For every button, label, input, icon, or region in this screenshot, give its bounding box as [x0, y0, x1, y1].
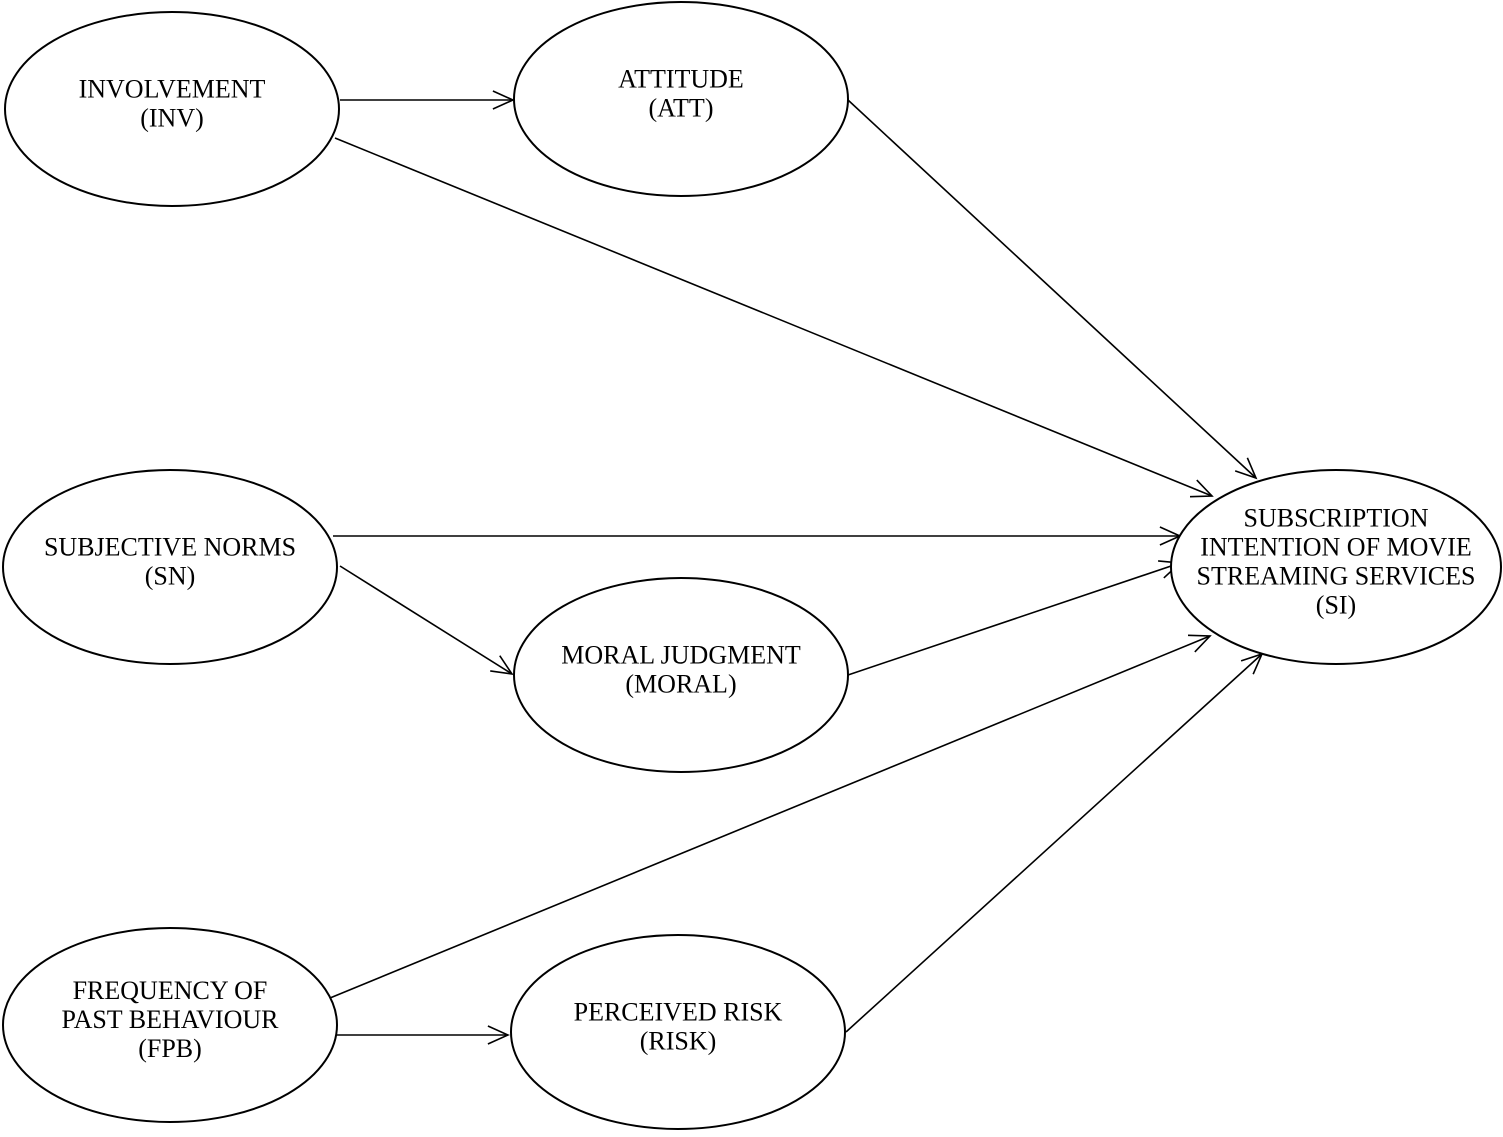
edge-fpb-risk — [330, 1025, 510, 1045]
edge-sn-moral-line — [339, 565, 513, 675]
edge-inv-si-line — [334, 137, 1213, 497]
node-sn: SUBJECTIVE NORMS(SN) — [2, 469, 338, 665]
edge-att-si-line — [847, 99, 1257, 479]
edge-fpb-si-arrowhead — [1187, 634, 1212, 653]
node-inv-label-line: INVOLVEMENT — [79, 74, 266, 103]
edge-att-si — [847, 99, 1258, 480]
node-inv: INVOLVEMENT(INV) — [4, 11, 340, 207]
edge-sn-si — [333, 526, 1182, 546]
edges-layer — [329, 90, 1264, 1045]
node-fpb-label-line: (FPB) — [138, 1034, 202, 1063]
node-moral: MORAL JUDGMENT(MORAL) — [513, 577, 849, 773]
edge-inv-att — [340, 90, 515, 110]
node-fpb-ellipse — [2, 927, 338, 1123]
node-fpb-label-line: PAST BEHAVIOUR — [62, 1005, 280, 1034]
node-sn-ellipse — [2, 469, 338, 665]
node-risk: PERCEIVED RISK(RISK) — [510, 934, 846, 1130]
node-inv-label-line: (INV) — [140, 103, 204, 132]
node-att-label-line: (ATT) — [649, 93, 714, 122]
node-si-label-line: INTENTION OF MOVIE — [1200, 532, 1472, 561]
node-moral-ellipse — [513, 577, 849, 773]
edge-inv-si-arrowhead — [1189, 479, 1214, 498]
node-si-label-line: SUBSCRIPTION — [1244, 503, 1429, 532]
edge-sn-moral-arrowhead — [490, 655, 514, 676]
edge-fpb-risk-arrowhead — [487, 1025, 510, 1045]
edge-moral-si — [847, 560, 1182, 676]
edge-risk-si — [845, 652, 1264, 1033]
node-si-label-line: STREAMING SERVICES — [1197, 561, 1476, 590]
node-si-ellipse — [1170, 469, 1502, 665]
node-sn-label-line: SUBJECTIVE NORMS — [44, 532, 296, 561]
edge-att-si-arrowhead — [1234, 457, 1258, 480]
node-fpb-label-line: FREQUENCY OF — [73, 976, 268, 1005]
node-sn-label-line: (SN) — [145, 561, 196, 590]
node-moral-label-line: (MORAL) — [625, 669, 736, 698]
edge-inv-att-arrowhead — [492, 90, 515, 110]
node-risk-label-line: PERCEIVED RISK — [574, 997, 783, 1026]
node-moral-label-line: MORAL JUDGMENT — [561, 640, 801, 669]
node-inv-ellipse — [4, 11, 340, 207]
node-risk-label-line: (RISK) — [640, 1026, 717, 1055]
node-risk-ellipse — [510, 934, 846, 1130]
edge-risk-si-line — [845, 653, 1263, 1033]
edge-fpb-si-line — [329, 635, 1211, 999]
edge-fpb-si — [329, 634, 1212, 999]
node-att-ellipse — [513, 1, 849, 197]
node-att: ATTITUDE(ATT) — [513, 1, 849, 197]
node-si-label-line: (SI) — [1316, 590, 1356, 619]
edge-moral-si-line — [847, 562, 1181, 676]
edge-sn-moral — [339, 565, 514, 676]
node-att-label-line: ATTITUDE — [618, 64, 744, 93]
edge-inv-si — [334, 137, 1214, 498]
